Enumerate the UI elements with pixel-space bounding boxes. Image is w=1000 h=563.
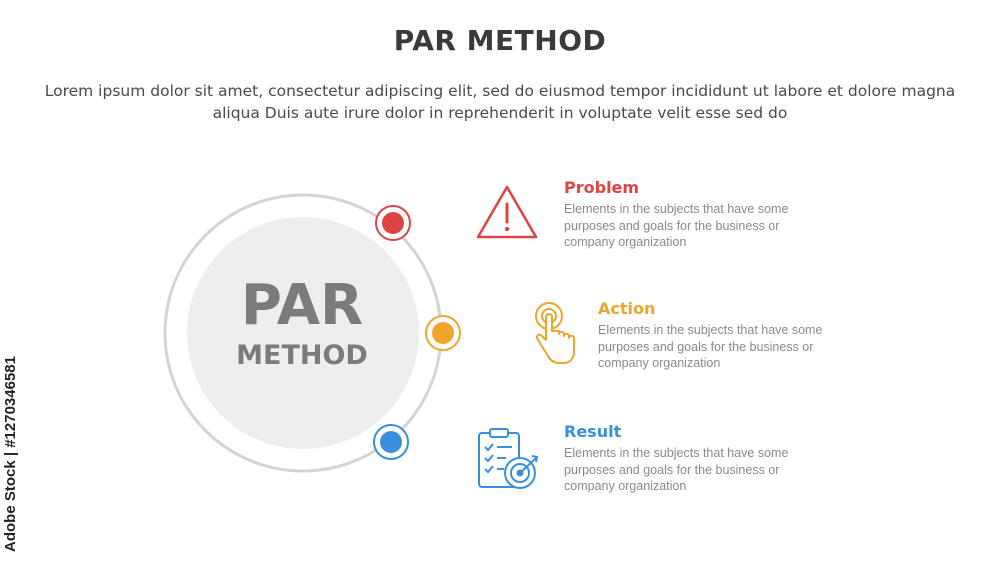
result-node [373,424,409,460]
inner-circle [187,217,419,449]
touch-hand-icon [535,302,575,364]
item-result-description: Elements in the subjects that have some … [564,446,789,493]
page-subtitle: Lorem ipsum dolor sit amet, consectetur … [44,82,956,122]
item-problem-title: Problem [564,178,640,197]
page-title: PAR METHOD [393,24,607,57]
item-action-title: Action [598,299,656,318]
center-title-par: PAR [240,273,364,338]
item-action-description: Elements in the subjects that have some … [598,323,823,370]
problem-node [375,205,411,241]
item-result: Result Elements in the subjects that hav… [564,422,824,495]
checklist-target-icon [478,428,539,489]
watermark-side-text: Adobe Stock | #1270346581 [2,356,19,552]
item-result-title: Result [564,422,622,441]
warning-icon [476,185,538,239]
action-node [425,315,461,351]
item-problem-description: Elements in the subjects that have some … [564,202,789,249]
item-action: Action Elements in the subjects that hav… [598,299,858,372]
item-problem: Problem Elements in the subjects that ha… [564,178,824,251]
center-title-method: METHOD [236,340,368,371]
